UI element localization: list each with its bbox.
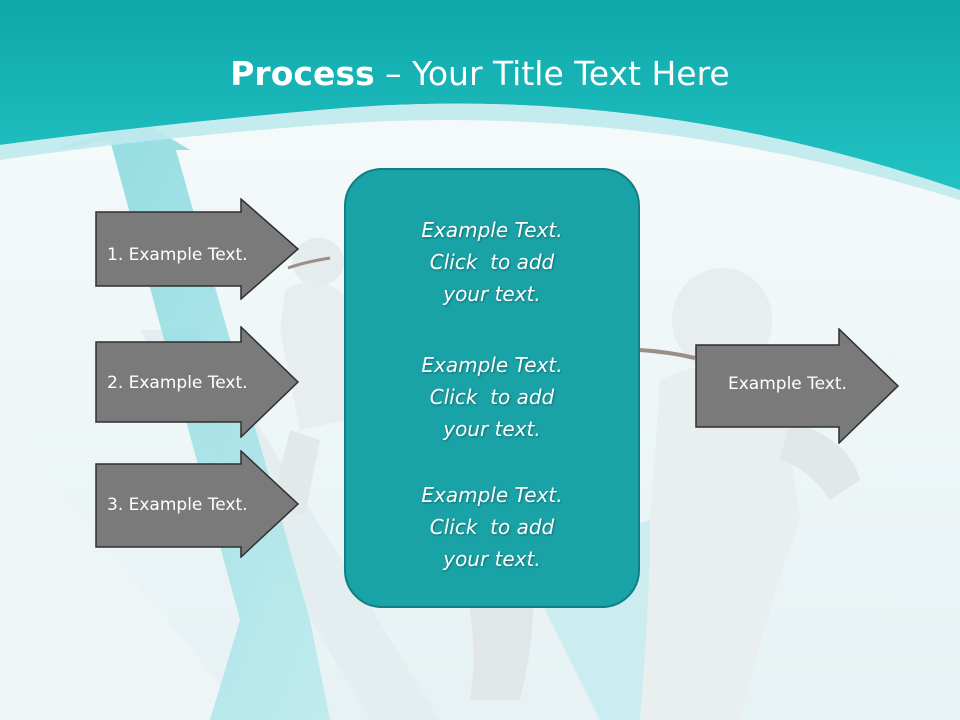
panel-line: Example Text. bbox=[421, 353, 563, 377]
panel-text-block-2: Example Text. Click to add your text. bbox=[346, 349, 638, 445]
process-arrow-2-label: 2. Example Text. bbox=[107, 373, 248, 393]
panel-line: Click to add bbox=[429, 515, 555, 539]
process-arrow-2[interactable]: 2. Example Text. bbox=[95, 326, 300, 438]
result-arrow-label: Example Text. bbox=[728, 374, 847, 394]
panel-line: Example Text. bbox=[421, 218, 563, 242]
arrow-right-icon bbox=[95, 450, 300, 558]
panel-text-block-3: Example Text. Click to add your text. bbox=[346, 479, 638, 575]
slide-title: Process – Your Title Text Here bbox=[0, 52, 960, 96]
panel-line: Click to add bbox=[429, 250, 555, 274]
panel-line: your text. bbox=[443, 282, 541, 306]
title-bold: Process bbox=[230, 54, 375, 93]
process-arrow-1[interactable]: 1. Example Text. bbox=[95, 198, 300, 300]
process-arrow-1-label: 1. Example Text. bbox=[107, 245, 248, 265]
process-arrow-3-label: 3. Example Text. bbox=[107, 495, 248, 515]
panel-text-block-1: Example Text. Click to add your text. bbox=[346, 214, 638, 310]
arrow-right-icon bbox=[95, 198, 300, 300]
arrow-right-icon bbox=[95, 326, 300, 438]
panel-line: Example Text. bbox=[421, 483, 563, 507]
panel-line: Click to add bbox=[429, 385, 555, 409]
process-arrow-3[interactable]: 3. Example Text. bbox=[95, 450, 300, 558]
title-rest: – Your Title Text Here bbox=[374, 54, 730, 93]
center-text-panel[interactable]: Example Text. Click to add your text. Ex… bbox=[344, 168, 640, 608]
arrow-right-icon bbox=[695, 328, 900, 444]
result-arrow[interactable]: Example Text. bbox=[695, 328, 900, 444]
panel-line: your text. bbox=[443, 547, 541, 571]
panel-line: your text. bbox=[443, 417, 541, 441]
